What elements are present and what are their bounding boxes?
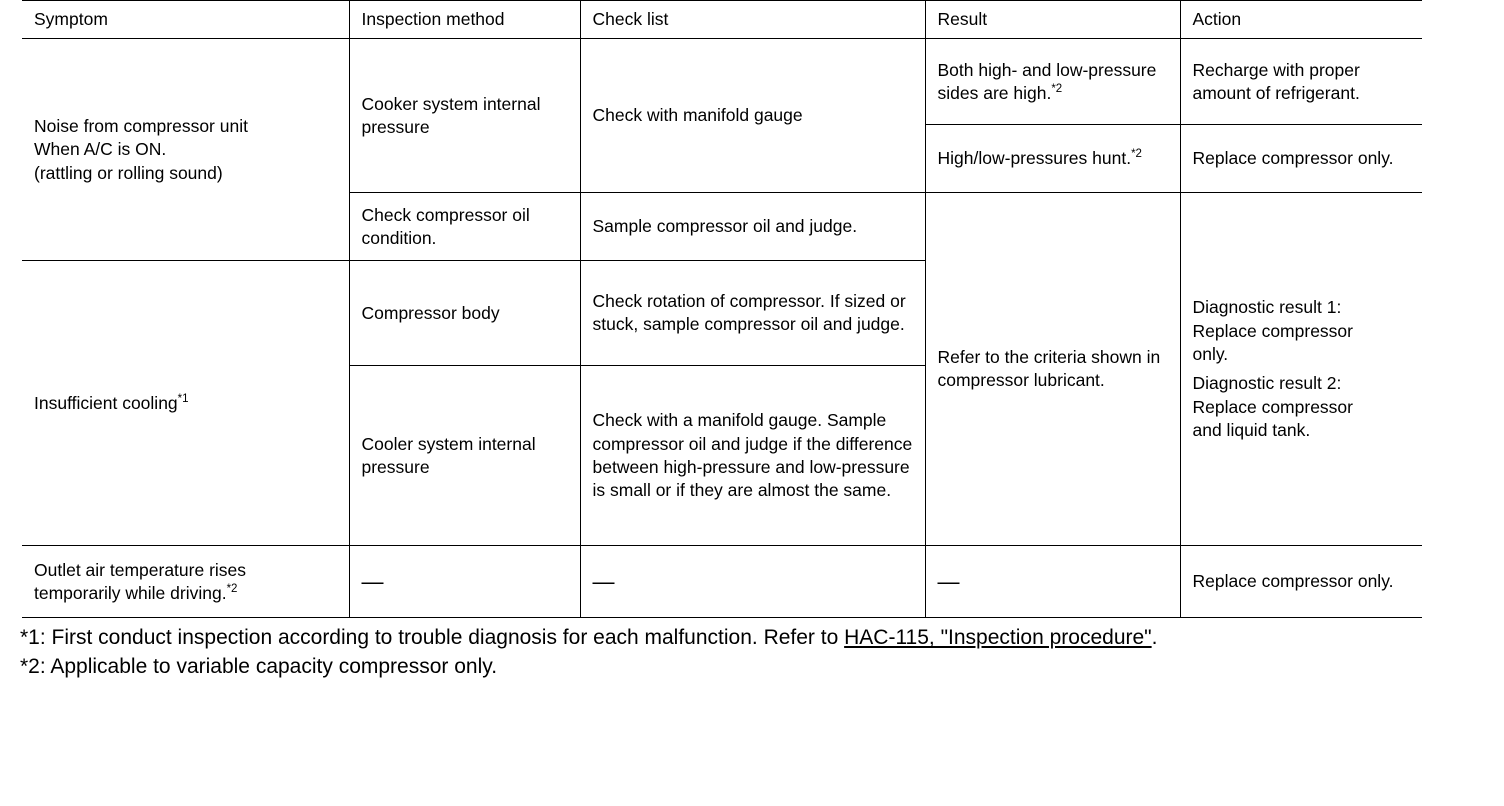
table-row: High/low-pressures hunt.*2 Replace compr… (22, 124, 1422, 194)
footnote-marker: *2 (1131, 148, 1142, 161)
table-row: Cooler system internal pressure Check wi… (22, 365, 1422, 547)
cell-action-recharge: Recharge with proper amount of refrigera… (1179, 38, 1422, 126)
inspection-procedure-link[interactable]: HAC-115, "Inspection procedure" (844, 626, 1152, 650)
symptom-text: Insufficient cooling (34, 392, 178, 413)
cell-inspection-dash: — (348, 545, 581, 619)
footnote-2: *2: Applicable to variable capacity comp… (20, 655, 498, 679)
table-row: Outlet air temperature rises temporarily… (22, 545, 1422, 619)
cell-result-both-high-low: Both high- and low-pressure sides are hi… (924, 38, 1181, 126)
column-header-result: Result (924, 0, 1181, 40)
troubleshooting-table: Symptom Inspection method Check list Res… (22, 0, 1422, 619)
table-row: Noise from compressor unit When A/C is O… (22, 38, 1422, 262)
cell-symptom-insufficient-cooling: Insufficient cooling*1 (22, 260, 350, 547)
footnote-1-text: *1: First conduct inspection according t… (20, 626, 845, 650)
cell-inspection-cooker-system: Cooker system internal pressure (348, 38, 581, 194)
footnote-marker: *2 (226, 583, 238, 596)
symptom-noise-line2: When A/C is ON. (34, 139, 167, 160)
action-line5: Replace compressor (1192, 396, 1353, 417)
footnote-marker: *1 (177, 392, 189, 405)
cell-result-refer-criteria: Refer to the criteria shown in compresso… (924, 192, 1181, 547)
footnote-marker: *2 (1051, 83, 1063, 96)
cell-inspection-cooler-system-2: Cooler system internal pressure (349, 365, 581, 547)
symptom-outlet-line1: Outlet air temperature rises (34, 559, 247, 580)
result-text: High/low-pressures hunt. (937, 148, 1132, 169)
footnotes-section: *1: First conduct inspection according t… (20, 625, 1480, 681)
action-line3: only. (1192, 344, 1229, 364)
symptom-outlet-line2: temporarily while driving.*2 (34, 582, 238, 603)
column-header-action: Action (1179, 0, 1422, 40)
column-header-inspection-method: Inspection method (348, 0, 581, 40)
cell-symptom-noise: Noise from compressor unit When A/C is O… (22, 38, 350, 262)
cell-result-dash: — (924, 545, 1181, 619)
cell-checklist-manifold-difference: Check with a manifold gauge. Sample comp… (579, 365, 925, 547)
cell-symptom-outlet-air: Outlet air temperature rises temporarily… (22, 545, 350, 619)
table-row: Insufficient cooling*1 Compressor body C… (22, 260, 1422, 547)
column-header-check-list: Check list (579, 0, 926, 40)
footnote-1: *1: First conduct inspection according t… (20, 625, 1480, 652)
symptom-noise-line1: Noise from compressor unit (34, 115, 248, 136)
footnote-1-suffix: . (1151, 626, 1158, 650)
action-line4: Diagnostic result 2: (1192, 373, 1342, 394)
action-line1: Diagnostic result 1: (1192, 297, 1342, 318)
cell-checklist-dash: — (579, 545, 926, 619)
action-line2: Replace compressor (1192, 320, 1353, 341)
cell-result-pressures-hunt: High/low-pressures hunt.*2 (925, 124, 1181, 194)
cell-checklist-manifold-gauge: Check with manifold gauge (579, 38, 926, 194)
action-line6: and liquid tank. (1192, 420, 1311, 441)
cell-inspection-oil-condition: Check compressor oil condition. (349, 192, 581, 262)
cell-action-replace-compressor: Replace compressor only. (1179, 124, 1422, 194)
symptom-noise-line3: (rattling or rolling sound) (34, 162, 223, 183)
cell-checklist-sample-oil: Sample compressor oil and judge. (579, 192, 926, 262)
table-header-row: Symptom Inspection method Check list Res… (22, 0, 1422, 40)
cell-inspection-compressor-body: Compressor body (348, 260, 581, 367)
cell-checklist-check-rotation: Check rotation of compressor. If sized o… (579, 260, 925, 367)
cell-action-diagnostic-results: Diagnostic result 1: Replace compressor … (1179, 192, 1422, 547)
column-header-symptom: Symptom (22, 0, 350, 40)
result-text: Both high- and low-pressure sides are hi… (937, 59, 1157, 103)
cell-action-replace-compressor-only: Replace compressor only. (1179, 545, 1422, 619)
